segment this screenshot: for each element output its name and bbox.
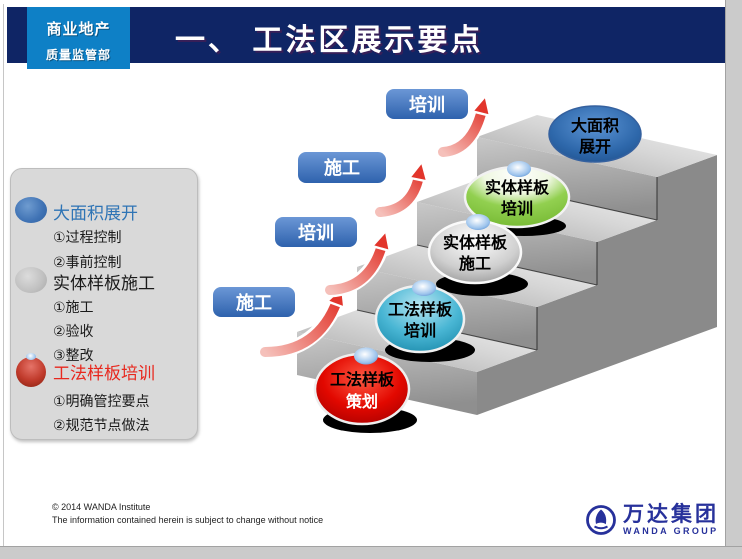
- ball-sample-construction: 实体样板 施工: [427, 214, 528, 296]
- arrow-up-icon: [325, 245, 382, 295]
- gloss-highlight-icon: [507, 161, 531, 177]
- legend-red-sphere-icon: [16, 353, 46, 387]
- ball-expand: 大面积 展开: [548, 105, 642, 163]
- ball-label: 实体样板: [443, 233, 508, 252]
- process-balls: 大面积 展开 实体样板 培训 实体样板 施工: [313, 105, 642, 433]
- ball-label: 策划: [345, 392, 378, 411]
- ball-label: 施工: [459, 254, 491, 273]
- legend-title-3: 工法样板培训: [53, 364, 155, 383]
- flow-label-box-2: 培训: [275, 217, 357, 247]
- logo-english: WANDA GROUP: [623, 525, 719, 536]
- flow-label: 施工: [236, 292, 272, 313]
- department-box: 商业地产 质量监管部: [27, 7, 130, 69]
- department-primary: 商业地产: [46, 21, 111, 38]
- step-riser-4: [477, 137, 657, 220]
- legend-title-2: 实体样板施工: [53, 274, 155, 293]
- ball-label: 培训: [404, 321, 436, 340]
- logo-chinese: 万达集团: [623, 502, 719, 526]
- wanda-logo: 万达集团 WANDA GROUP: [584, 503, 719, 537]
- gloss-highlight-icon: [354, 347, 378, 365]
- legend-title-1: 大面积展开: [53, 204, 138, 223]
- gloss-highlight-icon: [466, 214, 490, 230]
- ball-label: 培训: [501, 199, 533, 218]
- arrow-up-icon: [375, 176, 419, 217]
- department-secondary: 质量监管部: [45, 48, 111, 62]
- arrow-up-icon: [260, 301, 337, 357]
- bottom-gutter: [0, 546, 742, 559]
- ball-label: 工法样板: [330, 370, 395, 389]
- legend-blue-ellipse-icon: [15, 197, 47, 223]
- slide-left-edge: [3, 4, 4, 547]
- ball-sample-training: 实体样板 培训: [463, 161, 571, 236]
- legend-point: ②事前控制: [53, 254, 122, 270]
- ball-method-planning: 工法样板 策划: [313, 347, 417, 433]
- flow-label-boxes: 施工 培训 施工 培训: [213, 89, 468, 317]
- gloss-highlight-icon: [26, 353, 36, 360]
- arrow-up-icon: [438, 110, 482, 157]
- ball-label: 实体样板: [485, 178, 550, 197]
- flow-label-box-1: 施工: [213, 287, 295, 317]
- legend-point: ②规范节点做法: [53, 417, 150, 433]
- copyright-text: © 2014 WANDA Institute: [52, 502, 151, 512]
- ball-label: 展开: [579, 138, 611, 156]
- notice-text: The information contained herein is subj…: [52, 515, 324, 525]
- wanda-logo-text: 万达集团 WANDA GROUP: [623, 502, 719, 536]
- ball-label: 大面积: [571, 116, 619, 135]
- gloss-highlight-icon: [412, 280, 436, 296]
- page-title: 一、 工法区展示要点: [175, 24, 484, 57]
- flow-label: 培训: [409, 94, 445, 115]
- legend-point: ①明确管控要点: [53, 393, 150, 409]
- flow-label: 培训: [298, 222, 334, 243]
- ball-label: 工法样板: [388, 300, 453, 319]
- legend-point: ①施工: [53, 299, 94, 315]
- legend-gray-ellipse-icon: [15, 267, 47, 293]
- legend-point: ③整改: [53, 347, 94, 363]
- flow-label-box-4: 培训: [386, 89, 468, 119]
- ball-method-training: 工法样板 培训: [374, 280, 475, 362]
- legend-point: ②验收: [53, 323, 94, 339]
- flow-label-box-3: 施工: [298, 152, 386, 183]
- legend-point: ①过程控制: [53, 229, 122, 245]
- wanda-logo-icon: [586, 505, 616, 535]
- right-gutter: [725, 0, 742, 559]
- legend-panel: 大面积展开 ①过程控制 ②事前控制 实体样板施工 ①施工 ②验收 ③整改 工法样…: [10, 168, 198, 440]
- flow-arrows: [257, 106, 484, 360]
- flow-label: 施工: [324, 157, 360, 178]
